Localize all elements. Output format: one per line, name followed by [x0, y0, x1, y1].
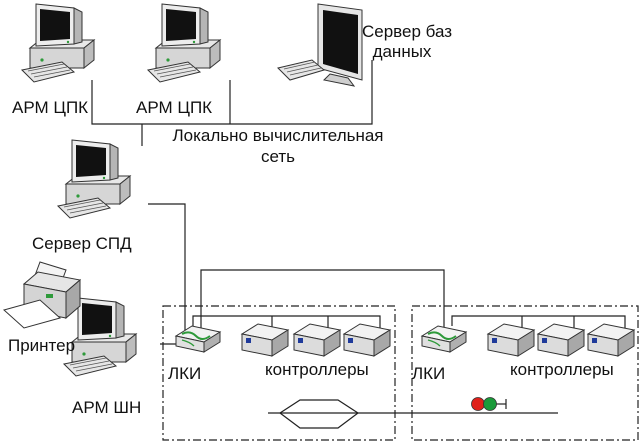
- controller-1b-icon: [293, 323, 341, 357]
- signal-green-light: [483, 397, 497, 411]
- station-frame-1: [162, 305, 396, 441]
- lki-1-label: ЛКИ: [168, 364, 202, 383]
- arm-cpk-1-label: АРМ ЦПК: [12, 98, 89, 117]
- spd-server-label: Сервер СПД: [32, 234, 132, 253]
- controllers-2-label: контроллеры: [510, 360, 614, 379]
- db-server-monitor-icon: [277, 3, 363, 87]
- lki-2-switch-icon: [421, 325, 467, 353]
- spd-to-lki-link: [148, 203, 186, 330]
- db-server-label-line1: Сервер баз: [362, 22, 453, 41]
- lki-interconnect-link: [200, 269, 445, 330]
- spd-server-computer-icon: [57, 139, 131, 219]
- arm-cpk-1-computer-icon: [21, 3, 95, 83]
- controllers-1-label: контроллеры: [265, 360, 369, 379]
- controller-2a-icon: [487, 323, 535, 357]
- station-frame-2: [411, 305, 639, 441]
- controller-2c-icon: [587, 323, 635, 357]
- arm-cpk-2-computer-icon: [147, 3, 221, 83]
- controller-2b-icon: [537, 323, 585, 357]
- arm-cpk-2-label: АРМ ЦПК: [136, 98, 213, 117]
- printer-icon: [2, 261, 82, 329]
- railway-track: [268, 399, 558, 429]
- lki-2-label: ЛКИ: [412, 364, 446, 383]
- printer-label: Принтер: [8, 336, 76, 355]
- db-server-label-line2: данных: [372, 42, 432, 61]
- controller-1a-icon: [241, 323, 289, 357]
- controller-1c-icon: [343, 323, 391, 357]
- lan-bus: [91, 60, 373, 146]
- lki-1-switch-icon: [175, 325, 221, 353]
- lan-label-line1: Локально вычислительная: [172, 126, 384, 145]
- signal-icon: [471, 397, 507, 411]
- lan-label-line2: сеть: [260, 147, 296, 166]
- arm-shn-label: АРМ ШН: [72, 398, 142, 417]
- signal-red-light: [471, 397, 485, 411]
